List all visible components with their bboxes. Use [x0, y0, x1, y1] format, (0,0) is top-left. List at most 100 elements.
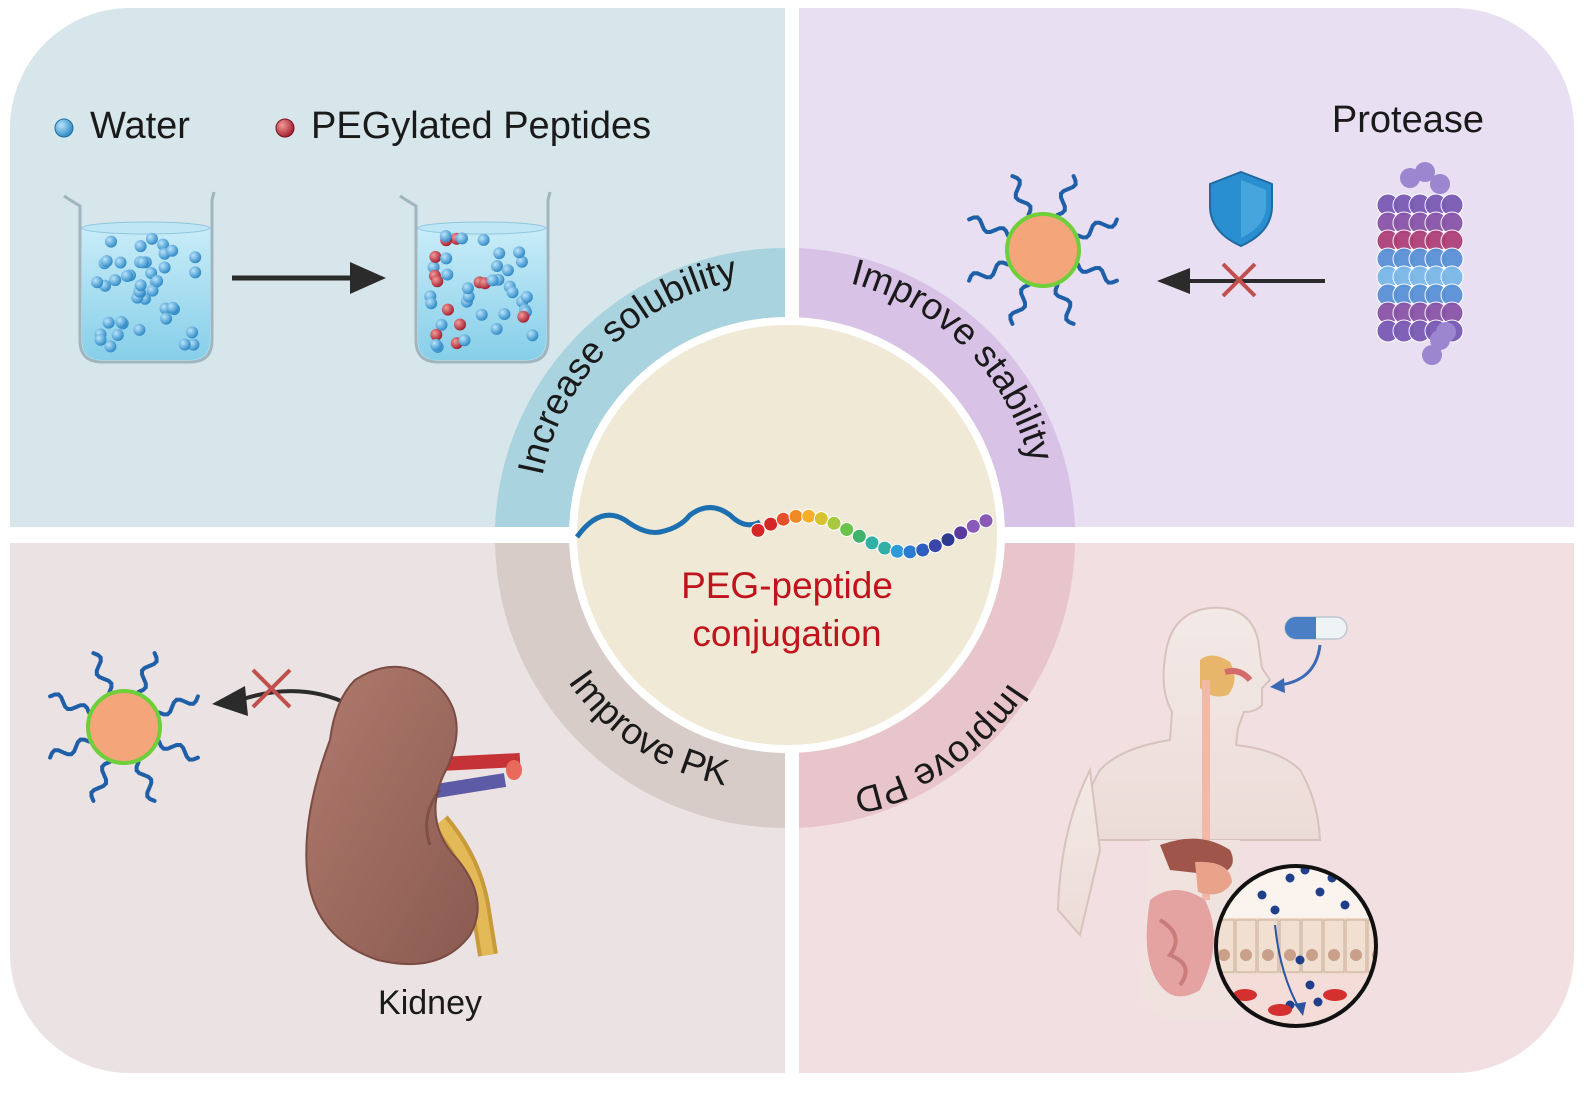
water-particle: [491, 260, 503, 272]
kidney-icon: [305, 665, 522, 966]
water-particle: [458, 334, 471, 347]
water-particle: [166, 244, 179, 257]
water-particle: [102, 316, 115, 329]
water-particle: [111, 329, 124, 341]
water-particle: [526, 329, 539, 342]
kidney-label: Kidney: [378, 984, 482, 1022]
water-particle: [114, 256, 127, 269]
particle: [1257, 890, 1267, 900]
water-particle-icon: [54, 118, 74, 138]
red-blood-cell: [1268, 1004, 1292, 1016]
peg-chain: [1053, 283, 1076, 326]
nanoparticle-core: [86, 689, 162, 765]
water-particle: [475, 308, 488, 321]
water-particle: [440, 252, 453, 265]
water-particle: [439, 230, 452, 243]
protease-label: Protease: [1332, 99, 1484, 141]
particle: [1340, 900, 1350, 910]
epithelial-cell: [1279, 919, 1301, 973]
water-particle: [178, 338, 191, 351]
peptide-bead: [978, 513, 994, 529]
peptide-bead: [877, 540, 893, 556]
water-particle: [133, 323, 146, 336]
water-particle: [477, 233, 490, 246]
water-particle: [490, 322, 503, 335]
water-particle: [513, 246, 526, 259]
peptide-bead: [889, 543, 905, 559]
water-particle: [94, 333, 107, 346]
nanoparticle-core: [1005, 212, 1081, 288]
epithelial-cell: [1323, 919, 1345, 973]
center-circle: [577, 325, 997, 745]
water-particle: [157, 238, 169, 251]
peg-particle: [441, 303, 454, 316]
water-particle: [105, 235, 117, 248]
water-particle: [461, 282, 474, 295]
peg-chain: [1055, 174, 1078, 217]
peg-chain: [89, 760, 112, 803]
water-particle: [160, 312, 173, 325]
peg-chain: [48, 692, 91, 715]
peg-chain: [134, 760, 157, 803]
peg-peptide-chain-icon: [574, 505, 994, 560]
water-particles: [91, 232, 202, 353]
center-title-line2: conjugation: [692, 613, 881, 654]
red-blood-cell: [1323, 989, 1347, 1001]
intestine-zoom-icon: [1214, 864, 1378, 1028]
water-particle: [456, 232, 468, 245]
peg-particle: [517, 310, 530, 323]
peptide-bead: [864, 535, 880, 551]
epithelial-cell: [1345, 919, 1367, 973]
water-particle: [189, 251, 202, 264]
cell-nucleus: [1262, 949, 1274, 961]
water-particle: [430, 338, 443, 351]
helix-bead: [1430, 174, 1450, 194]
water-particle: [134, 279, 147, 292]
peg-particle-icon: [275, 118, 295, 138]
peg-chain: [1076, 262, 1119, 285]
helix-bead: [1422, 345, 1442, 365]
water-particle: [109, 274, 122, 287]
peg-chain: [48, 737, 91, 760]
epithelial-cell: [1301, 919, 1323, 973]
center-ring: [495, 247, 1075, 828]
water-particle: [189, 266, 202, 279]
helix-bead: [1415, 162, 1435, 182]
peptide-bead: [763, 516, 779, 532]
peg-chain: [1008, 283, 1031, 326]
peptide-bead: [915, 542, 931, 558]
pegylated-nanoparticle-icon: [48, 651, 200, 803]
legend-water-label: Water: [90, 105, 190, 147]
cell-nucleus: [1240, 949, 1252, 961]
water-particle: [151, 275, 164, 287]
water-particle: [425, 297, 438, 310]
particle: [1305, 980, 1315, 990]
peptide-beads: [750, 508, 994, 560]
capsule-pill-icon: [1284, 616, 1348, 640]
blocked-arrow-icon: [212, 686, 351, 716]
particle: [1315, 887, 1325, 897]
water-particle: [100, 255, 113, 268]
peg-chain: [136, 651, 159, 694]
arrow-right-icon: [232, 262, 386, 294]
peptide-bead: [775, 511, 791, 527]
peg-particle: [454, 318, 466, 331]
cell-nucleus: [1350, 949, 1362, 961]
pegylated-nanoparticle-icon: [967, 174, 1119, 326]
epithelial-cells: [1216, 919, 1376, 973]
particle: [1285, 873, 1295, 883]
peptide-bead: [953, 525, 969, 541]
particle: [1295, 955, 1305, 965]
legend-pegylated: PEGylated Peptides: [275, 105, 651, 147]
peptide-bead: [750, 522, 766, 538]
cell-nucleus: [1284, 949, 1296, 961]
cell-nucleus: [1328, 949, 1340, 961]
beaker-pegylated-icon: [399, 191, 552, 364]
peptide-bead: [801, 508, 817, 524]
legend-pegylated-label: PEGylated Peptides: [311, 105, 651, 147]
water-particle: [91, 276, 104, 289]
cell-nucleus: [1306, 949, 1318, 961]
center-title-line1: PEG-peptide: [681, 565, 893, 606]
block-x-icon: [1221, 262, 1257, 298]
